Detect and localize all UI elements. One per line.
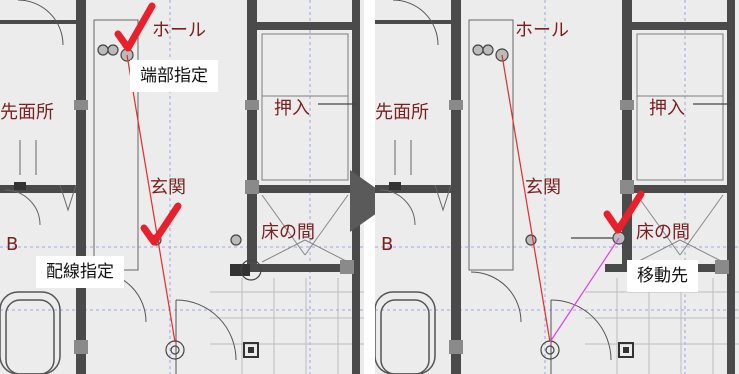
check-mark-icon [114, 2, 156, 52]
moved-wiring-line[interactable] [549, 237, 620, 343]
before-panel: 先面所 押入 玄関 床の間 B ホール 端部指定 配線指定 [0, 0, 364, 374]
room-label-hall: ホール [515, 20, 569, 41]
floor-plan-after: 先面所 押入 玄関 床の間 B ホール [375, 0, 739, 374]
check-mark-icon [140, 202, 182, 246]
room-label-washroom: 先面所 [0, 102, 54, 123]
floor-plan-before: 先面所 押入 玄関 床の間 B ホール [0, 0, 364, 374]
room-label-washroom: 先面所 [375, 102, 429, 123]
callout-endpoint: 端部指定 [130, 60, 218, 92]
wiring-line[interactable] [501, 54, 551, 343]
room-label-entrance: 玄関 [525, 177, 561, 198]
arrow-right-icon [350, 170, 394, 232]
callout-destination: 移動先 [627, 260, 698, 292]
room-label-bath: B [381, 234, 393, 255]
check-mark-icon [603, 190, 645, 234]
wiring-line[interactable] [126, 54, 176, 343]
room-label-closet: 押入 [649, 98, 685, 119]
room-label-tokonoma: 床の間 [261, 222, 315, 243]
callout-wiring: 配線指定 [36, 256, 124, 288]
room-label-tokonoma: 床の間 [636, 222, 690, 243]
after-panel: 先面所 押入 玄関 床の間 B ホール 移動先 [375, 0, 739, 374]
room-label-entrance: 玄関 [150, 177, 186, 198]
room-label-bath: B [6, 234, 18, 255]
room-label-hall: ホール [152, 20, 206, 41]
room-label-closet: 押入 [274, 98, 310, 119]
